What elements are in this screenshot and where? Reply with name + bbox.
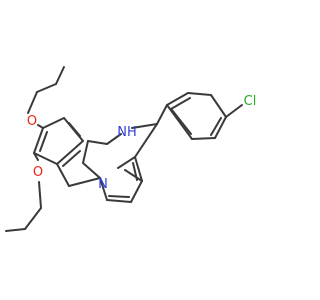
bond [38, 181, 42, 209]
bond [210, 117, 222, 136]
atom-label-layer: Cl NH N O O [27, 94, 256, 192]
bond [187, 92, 212, 96]
bond [33, 152, 58, 165]
bond [166, 104, 193, 140]
bond [117, 156, 136, 169]
bond [56, 140, 84, 165]
upper-ether-oxygen-label: O [27, 114, 37, 129]
bond [106, 199, 132, 203]
bond [36, 83, 57, 93]
bond [130, 180, 143, 203]
bond [134, 156, 143, 182]
bond [106, 133, 122, 145]
nh-label: NH [117, 125, 137, 140]
bond [33, 127, 44, 154]
bond [27, 91, 38, 114]
bond [55, 66, 65, 85]
bond [156, 104, 168, 125]
bond [131, 123, 158, 129]
bond [225, 104, 243, 118]
bond [171, 109, 192, 135]
bond [33, 152, 39, 161]
bond [191, 137, 216, 140]
bond [62, 150, 81, 167]
molecule-structure: Cl NH N O O [5, 66, 256, 232]
bond [108, 195, 130, 198]
bond [132, 162, 138, 181]
bond [99, 177, 108, 201]
bond [5, 228, 26, 232]
bond [39, 131, 48, 152]
bond [87, 140, 108, 145]
bond [37, 124, 44, 129]
structure-canvas: Cl NH N O O [5, 66, 256, 232]
chlorine-label: Cl [244, 94, 257, 109]
bond [214, 116, 227, 139]
pyrrole-n-label: N [98, 177, 108, 192]
bond [124, 169, 143, 182]
bond [82, 162, 101, 179]
bond [210, 94, 227, 118]
bond [166, 92, 189, 106]
bond [68, 122, 81, 137]
bond [82, 140, 89, 164]
bond [56, 163, 70, 187]
bond [24, 207, 42, 230]
bond [42, 117, 65, 129]
bond [68, 177, 101, 187]
bond [134, 123, 158, 158]
bond [170, 97, 191, 110]
lower-ether-oxygen-label: O [33, 165, 43, 180]
bond-layer [5, 66, 243, 232]
